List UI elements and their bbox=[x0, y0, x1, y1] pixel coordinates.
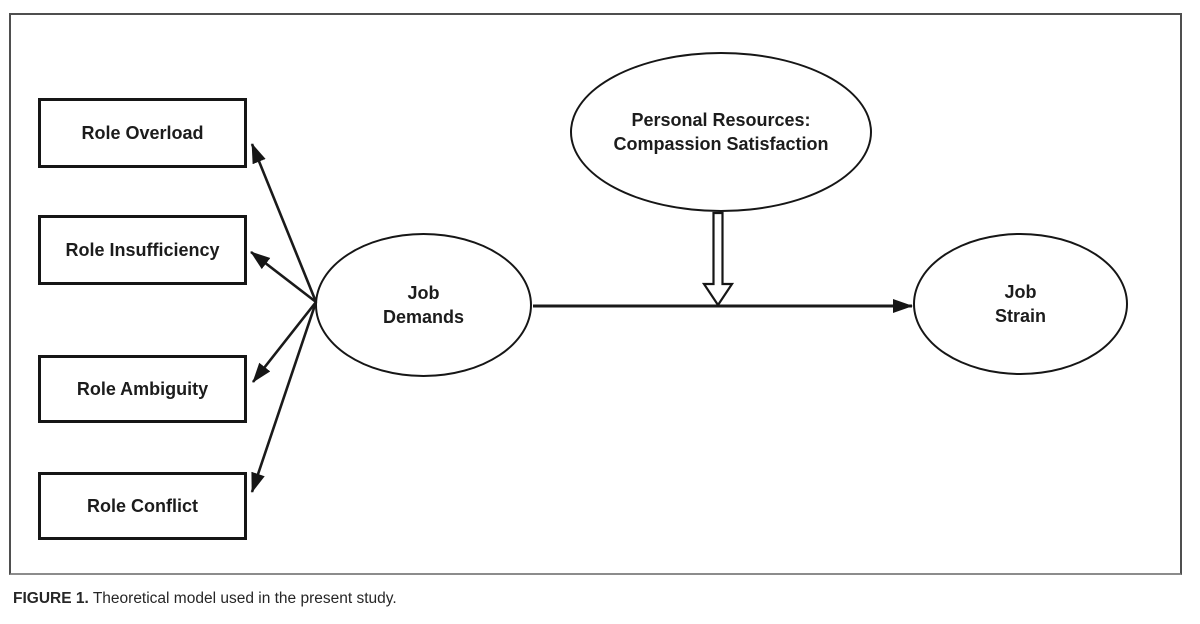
box-role-ambiguity: Role Ambiguity bbox=[38, 355, 247, 423]
personal-resources-line1: Personal Resources: bbox=[631, 109, 811, 130]
job-strain-line1: Job bbox=[1004, 281, 1037, 302]
box-role-overload: Role Overload bbox=[38, 98, 247, 168]
box-role-insufficiency-label: Role Insufficiency bbox=[65, 239, 220, 260]
ellipse-job-demands: Job Demands bbox=[315, 233, 532, 377]
box-role-conflict-label: Role Conflict bbox=[87, 495, 198, 516]
figure-caption-text: Theoretical model used in the present st… bbox=[88, 590, 397, 607]
job-demands-line2: Demands bbox=[382, 307, 465, 327]
ellipse-personal-resources: Personal Resources: Compassion Satisfact… bbox=[570, 52, 872, 212]
job-demands-line1: Job bbox=[407, 282, 440, 303]
figure-caption-label: FIGURE 1. bbox=[13, 590, 89, 607]
box-role-conflict: Role Conflict bbox=[38, 472, 247, 540]
personal-resources-line2: Compassion Satisfaction bbox=[613, 134, 829, 154]
figure-caption: FIGURE 1. Theoretical model used in the … bbox=[13, 590, 397, 608]
job-strain-line2: Strain bbox=[994, 306, 1046, 326]
box-role-insufficiency: Role Insufficiency bbox=[38, 215, 247, 285]
box-role-ambiguity-label: Role Ambiguity bbox=[76, 378, 209, 399]
box-role-overload-label: Role Overload bbox=[81, 122, 204, 143]
ellipse-job-strain: Job Strain bbox=[913, 233, 1128, 375]
